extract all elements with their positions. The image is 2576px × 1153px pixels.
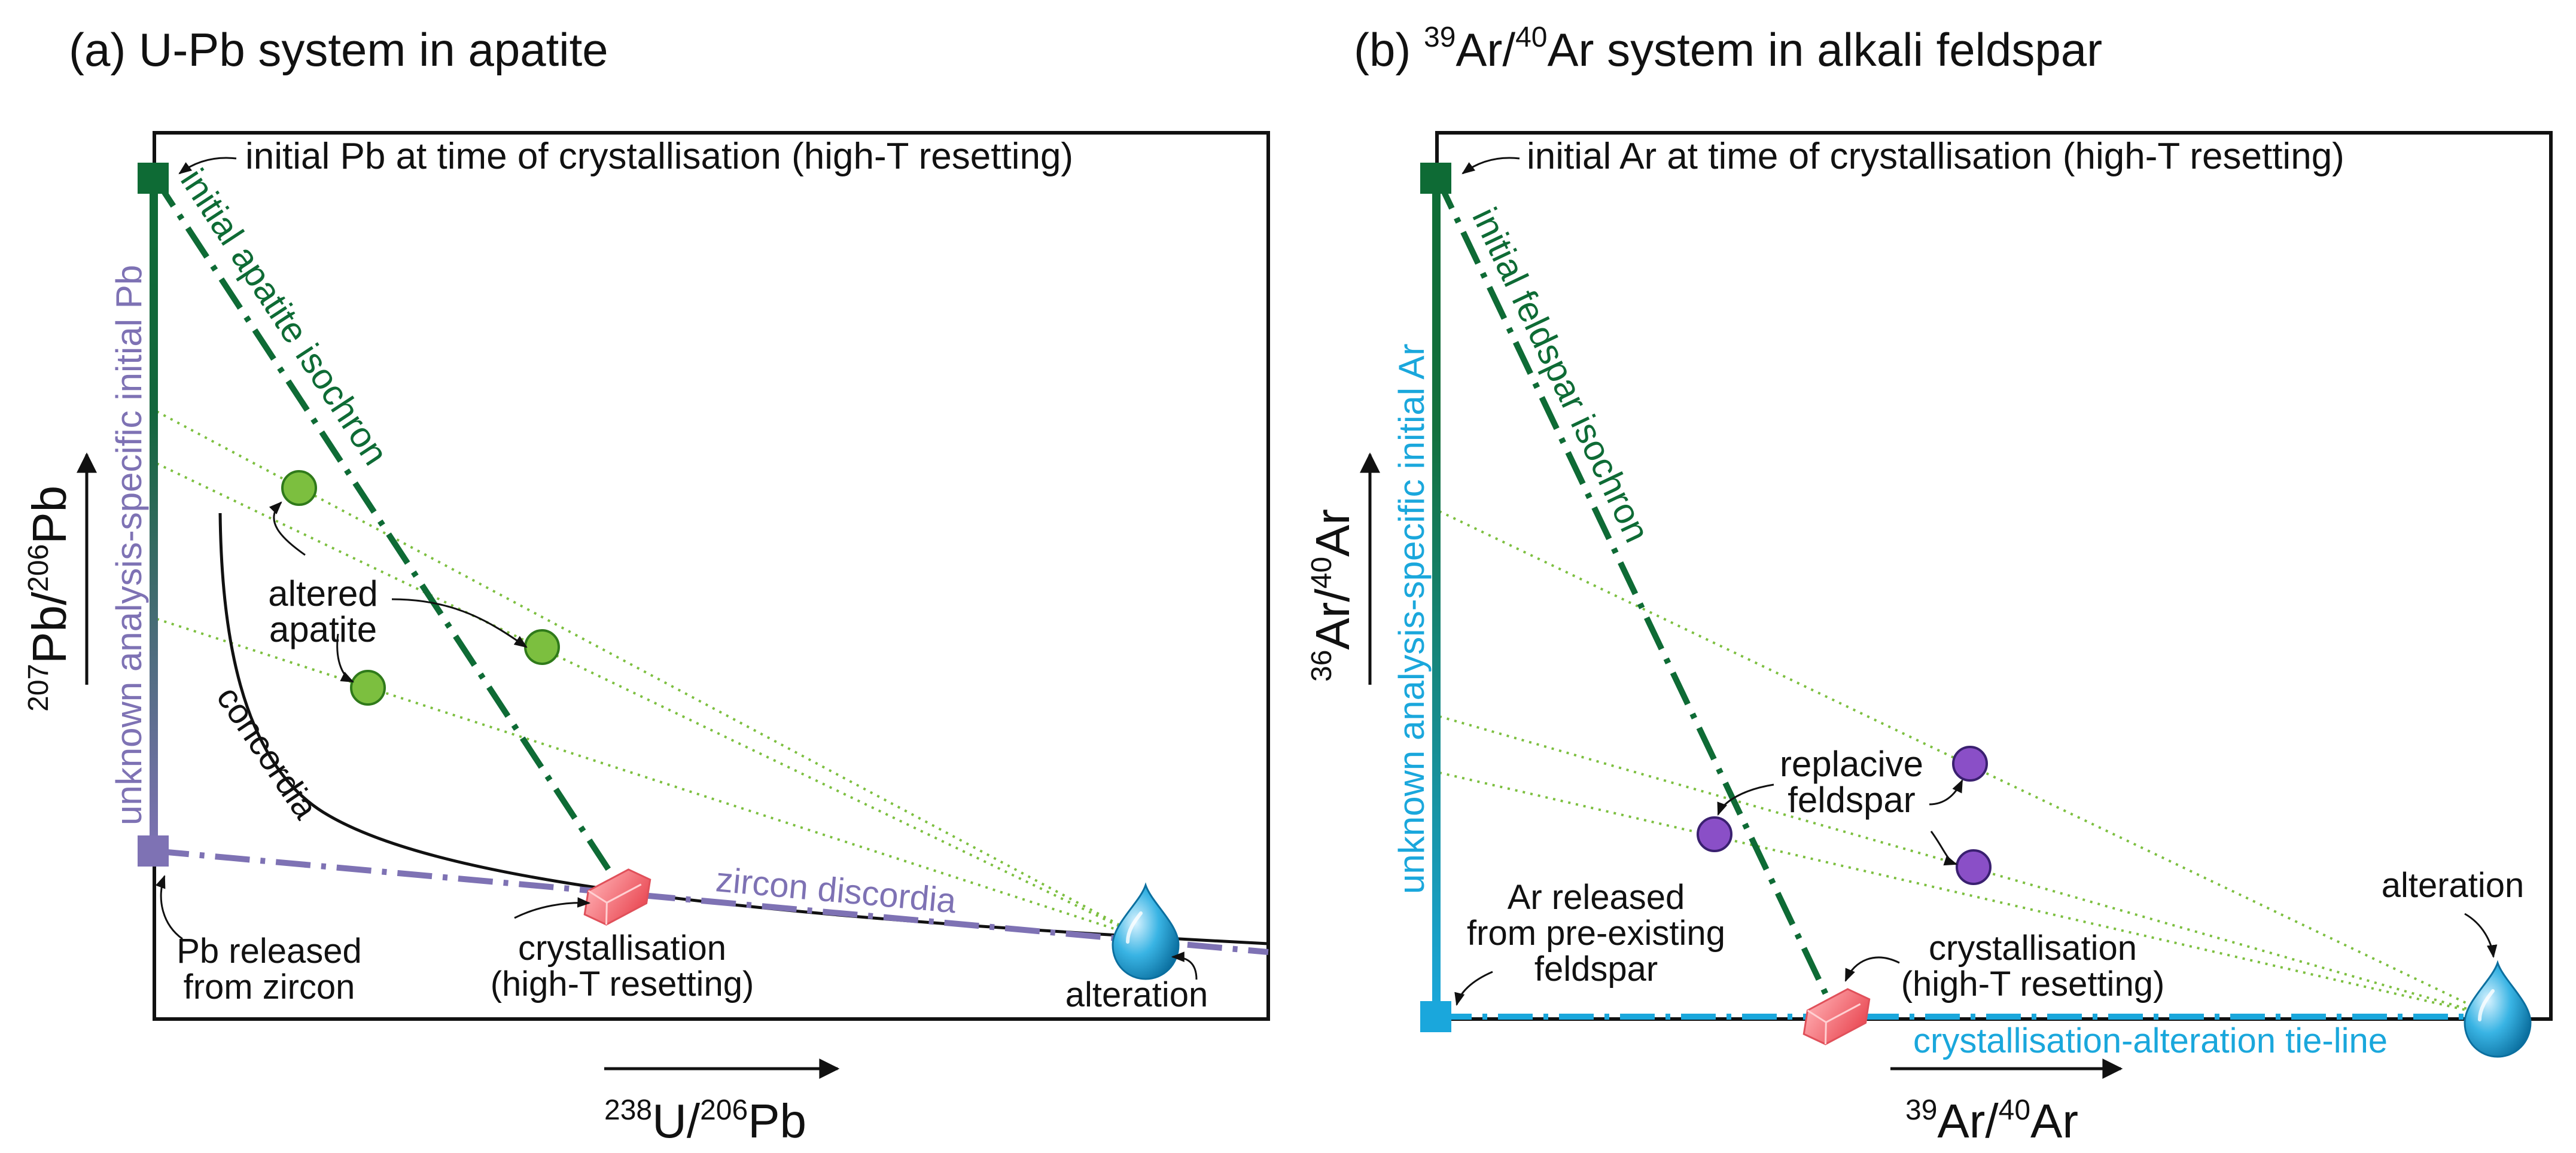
replacive-feldspar-point (1956, 849, 1992, 885)
altered-apatite-label: apatite (269, 609, 377, 649)
initial-ar-vertical-label: unknown analysis-specific initial Ar (1391, 344, 1432, 894)
altered-apatite-point (281, 470, 317, 506)
pb-released-label: Pb released (176, 932, 362, 971)
ar-released-label: from pre-existing (1467, 914, 1725, 953)
initial-feldspar-isochron-label: initial feldspar isochron (1464, 202, 1657, 548)
released-ar-marker (1420, 1001, 1451, 1032)
initial-apatite-isochron-label: initial apatite isochron (173, 161, 396, 472)
x-axis-label: 238U/206Pb (604, 1094, 806, 1148)
pb-released-label: from zircon (184, 968, 355, 1006)
crystal-icon (583, 868, 651, 926)
panel-a: (a) U-Pb system in apatite (23, 23, 1270, 1148)
initial-feldspar-isochron (1434, 175, 1832, 1003)
tie-line-label: crystallisation-alteration tie-line (1913, 1021, 2388, 1060)
zircon-pb-marker (138, 835, 169, 867)
mixing-line (156, 410, 1146, 940)
panel-b: (b) 39Ar/40Ar system in alkali feldspar (1306, 22, 2553, 1148)
annotation-arrow (269, 501, 306, 556)
crystal-icon (1802, 988, 1871, 1045)
mixing-line (1439, 771, 2495, 1018)
x-axis-label: 39Ar/40Ar (1905, 1094, 2078, 1148)
initial-ar-marker (1420, 163, 1451, 194)
alteration-label: alteration (2382, 866, 2525, 905)
water-drop-icon (1112, 882, 1180, 980)
annotation-arrow (336, 633, 354, 683)
altered-apatite-point (524, 629, 560, 665)
initial-pb-range-bar (150, 175, 158, 851)
initial-pb-marker (138, 163, 169, 194)
y-axis-label: 36Ar/40Ar (1306, 509, 1359, 682)
initial-ar-label: initial Ar at time of crystallisation (h… (1527, 136, 2344, 177)
annotation-arrow (1454, 971, 1493, 1006)
mixing-line (156, 618, 1146, 940)
alteration-label: alteration (1065, 975, 1208, 1014)
replacive-feldspar-label: replacive (1780, 744, 1923, 784)
ar-released-label: Ar released (1508, 878, 1685, 917)
zircon-discordia-line (154, 848, 1269, 955)
annotation-arrow (1717, 783, 1774, 816)
concordia-label: concordia (209, 679, 325, 826)
crystallisation-label: (high-T resetting) (491, 965, 754, 1003)
crystallisation-label: (high-T resetting) (1901, 965, 2165, 1003)
annotation-arrow (155, 874, 183, 940)
ar-released-label: feldspar (1534, 950, 1658, 989)
annotation-arrow (1171, 951, 1198, 980)
altered-apatite-label: altered (268, 574, 377, 614)
annotation-arrow (1930, 831, 1958, 866)
initial-pb-vertical-label: unknown analysis-specific initial Pb (109, 265, 149, 825)
annotation-arrow (1461, 157, 1520, 175)
annotation-arrow (2464, 913, 2498, 959)
water-drop-icon (2464, 960, 2532, 1058)
crystallisation-label: crystallisation (518, 929, 726, 968)
altered-apatite-point (350, 670, 386, 706)
panel-b-title: (b) 39Ar/40Ar system in alkali feldspar (1354, 22, 2102, 76)
annotation-arrow (514, 897, 591, 919)
annotation-arrow (391, 598, 528, 648)
annotation-arrow (178, 157, 237, 175)
y-axis-label: 207Pb/206Pb (23, 486, 76, 712)
annotation-arrow (1929, 779, 1963, 806)
panel-a-title: (a) U-Pb system in apatite (69, 23, 608, 76)
panel-a-mixing-lines (156, 410, 1146, 940)
replacive-feldspar-point (1952, 746, 1988, 782)
annotation-arrow (1844, 956, 1900, 983)
crystallisation-label: crystallisation (1929, 929, 2137, 968)
initial-ar-range-bar (1432, 175, 1441, 1017)
replacive-feldspar-label: feldspar (1788, 780, 1915, 820)
initial-apatite-isochron (151, 175, 621, 886)
initial-pb-label: initial Pb at time of crystallisation (h… (245, 136, 1073, 177)
replacive-feldspar-point (1697, 816, 1732, 852)
